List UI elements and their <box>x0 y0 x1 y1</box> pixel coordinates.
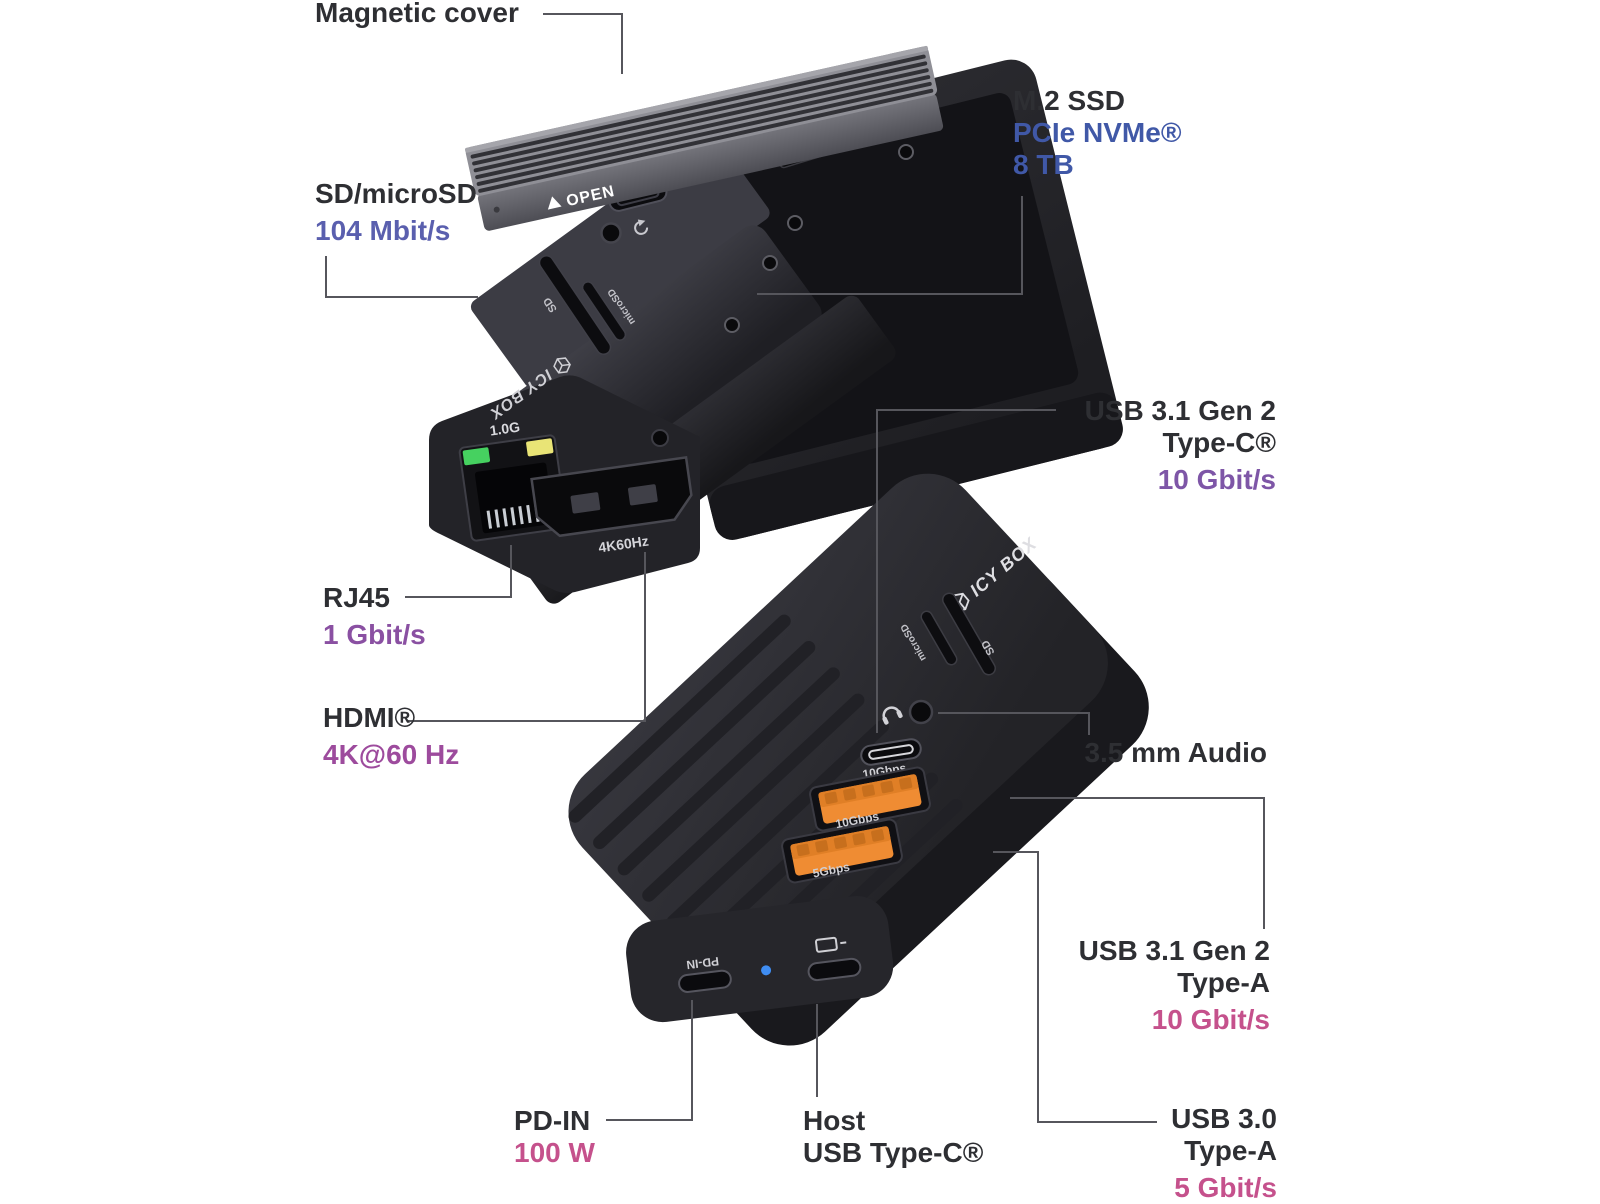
callout-value: 10 Gbit/s <box>1151 1004 1270 1035</box>
device2-bottom-face: PD-IN <box>626 895 894 1023</box>
callout-title: USB 3.0 <box>1171 1103 1277 1134</box>
device2-sd-slot <box>942 592 996 676</box>
callout-value: 104 Mbit/s <box>315 215 451 246</box>
callout-spec: PCIe NVMe® <box>1013 117 1182 148</box>
device1-sd-slot <box>538 254 612 356</box>
callout-title: USB 3.1 Gen 2 <box>1078 935 1270 966</box>
callout-title-2: Type-A <box>1184 1135 1277 1166</box>
callout-value: 4K@60 Hz <box>323 739 460 770</box>
line-hdmi <box>408 552 646 722</box>
callout-title: Magnetic cover <box>315 0 519 28</box>
device2-microsd-slot <box>920 610 958 666</box>
line-rj45 <box>405 545 512 598</box>
callout-title: USB 3.1 Gen 2 <box>1084 395 1276 426</box>
callout-title: RJ45 <box>323 582 390 613</box>
hdmi-mode-marking: 4K60Hz <box>597 533 649 556</box>
power-led <box>761 965 772 976</box>
line-pd-in <box>606 1000 693 1121</box>
usb-a-contacts <box>796 829 885 857</box>
device1-pinhole <box>651 429 669 447</box>
callout-title-2: Type-A <box>1177 967 1270 998</box>
device1-audio-jack <box>600 222 622 244</box>
device1-top-face <box>470 131 770 388</box>
host-usb-c-port <box>807 957 862 982</box>
line-audio <box>938 712 1090 735</box>
magnetic-cover: OPEN <box>464 45 944 231</box>
callout-value: 10 Gbit/s <box>1157 464 1276 495</box>
line-usb31-type-c <box>876 409 1056 733</box>
callout-title: PD-IN <box>514 1105 591 1136</box>
cover-hole <box>493 206 500 213</box>
device1-microsd-slot <box>581 281 627 341</box>
callout-title: HDMI® <box>323 702 416 733</box>
callout-usb30-type-a: USB 3.0 Type-A 5 Gbit/s <box>1171 1103 1277 1204</box>
host-icon <box>814 936 847 953</box>
open-triangle-icon <box>547 196 562 210</box>
callout-title-2: Type-C® <box>1162 427 1276 458</box>
cube-icon <box>553 357 571 374</box>
callout-hdmi: HDMI® 4K@60 Hz <box>323 702 459 771</box>
pd-in-marking: PD-IN <box>686 954 720 972</box>
callout-title: Host <box>803 1105 866 1136</box>
rj45-led-yellow <box>526 438 554 457</box>
callout-sd-microsd: SD/microSD 104 Mbit/s <box>315 178 477 247</box>
callout-title: 3.5 mm Audio <box>1084 737 1267 768</box>
hdmi-port: 4K60Hz <box>530 456 693 556</box>
line-sd-microsd <box>325 256 478 298</box>
line-m2-ssd <box>757 196 1023 295</box>
rj45-led-green <box>462 447 491 466</box>
line-usb30-type-a <box>993 851 1157 1123</box>
usb-a-contacts <box>824 777 913 805</box>
device2-top-face <box>568 473 1108 1002</box>
callout-pd-in: PD-IN 100 W <box>514 1105 595 1169</box>
device2-usb-c-port <box>860 738 922 766</box>
usb-a-10g-port <box>809 766 931 832</box>
callout-usb31-type-c: USB 3.1 Gen 2 Type-C® 10 Gbit/s <box>1085 395 1276 496</box>
device2-body: PD-IN ICY BOX microSD SD <box>568 473 1149 1046</box>
device2-audio-jack <box>908 699 934 725</box>
callout-audio: 3.5 mm Audio <box>1084 737 1267 769</box>
rj45-speed-marking: 1.0G <box>489 419 521 439</box>
line-usb31-type-a <box>1010 797 1265 929</box>
pd-in-port <box>678 969 732 993</box>
callout-host: Host USB Type-C® <box>803 1105 983 1169</box>
device1-body: 10Gbps SD microSD ICY BOX 1.0G <box>429 59 1123 604</box>
m2-standoff-holes <box>724 144 914 333</box>
callout-usb31-type-a: USB 3.1 Gen 2 Type-A 10 Gbit/s <box>1079 935 1270 1036</box>
connector-lines <box>325 13 1265 1123</box>
callout-magnetic-cover: Magnetic cover <box>315 0 519 29</box>
callout-value: 1 Gbit/s <box>323 619 426 650</box>
callout-title-2: USB Type-C® <box>803 1137 984 1168</box>
callout-m2-ssd: M.2 SSD PCIe NVMe® 8 TB <box>1013 85 1181 181</box>
callout-value: 100 W <box>514 1137 595 1168</box>
usb-a-5g-port <box>781 818 903 884</box>
callout-rj45: RJ45 1 Gbit/s <box>323 582 426 651</box>
headphones-icon <box>882 706 903 725</box>
line-magnetic-cover <box>543 13 623 74</box>
callout-title: SD/microSD <box>315 178 477 209</box>
callout-capacity: 8 TB <box>1013 149 1074 180</box>
cover-fins <box>470 54 934 193</box>
eject-icon <box>634 219 649 235</box>
callout-title: M.2 SSD <box>1013 85 1126 116</box>
callout-value: 5 Gbit/s <box>1174 1172 1277 1203</box>
